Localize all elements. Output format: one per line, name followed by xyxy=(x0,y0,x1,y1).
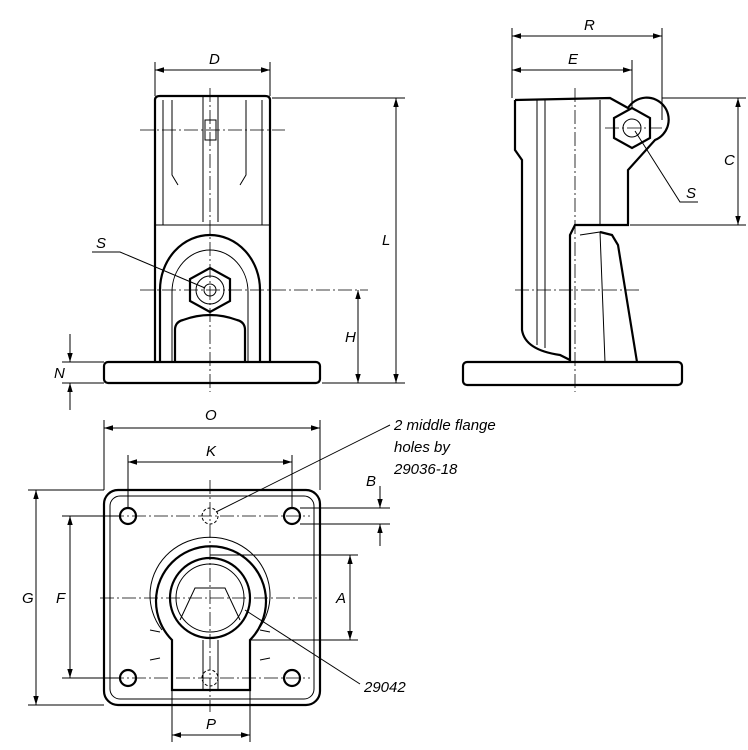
dim-L-label: L xyxy=(382,232,390,249)
bottom-view: O K G F A B P 2 middle flange hol xyxy=(22,407,496,742)
flange-note-line2: holes by xyxy=(394,439,451,456)
front-view: D L H N S xyxy=(54,51,405,410)
dim-A-label: A xyxy=(335,590,346,607)
dim-G-label: G xyxy=(22,590,34,607)
dim-H-label: H xyxy=(345,329,356,346)
dim-S-side-label: S xyxy=(686,185,696,202)
dim-E-label: E xyxy=(568,51,579,68)
flange-note-line3: 29036-18 xyxy=(393,461,458,478)
dim-D-label: D xyxy=(209,51,220,68)
dim-N-label: N xyxy=(54,365,65,382)
dim-F-label: F xyxy=(56,590,66,607)
dim-P-label: P xyxy=(206,716,216,733)
dim-B-label: B xyxy=(366,473,376,490)
dim-C-label: C xyxy=(724,152,735,169)
flange-note-line1: 2 middle flange xyxy=(393,417,496,434)
part-ref-label: 29042 xyxy=(363,679,406,696)
dim-O-label: O xyxy=(205,407,217,424)
dim-S-front-label: S xyxy=(96,235,106,252)
side-view: R E C S xyxy=(461,17,746,392)
dim-K-label: K xyxy=(206,443,217,460)
dim-R-label: R xyxy=(584,17,595,34)
